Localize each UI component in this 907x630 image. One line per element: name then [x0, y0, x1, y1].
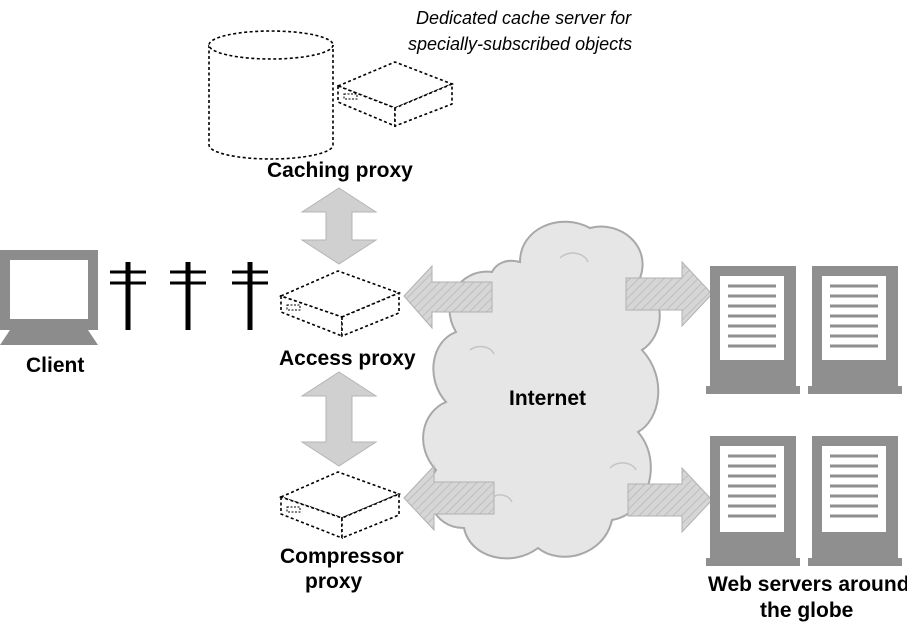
internet-servers-upper-arrow: [625, 260, 713, 328]
cache-note-line2: specially-subscribed objects: [408, 34, 632, 54]
compressor-proxy-label-line2: proxy: [305, 570, 363, 593]
web-servers-label-line1: Web servers around: [708, 573, 907, 596]
internet-servers-lower-arrow: [627, 466, 713, 534]
access-internet-arrow: [403, 264, 493, 330]
client-monitor-icon: [0, 250, 98, 345]
cache-note-line1: Dedicated cache server for: [416, 8, 632, 28]
dedicated-cache-server-box: [335, 61, 455, 128]
compressor-internet-arrow: [403, 464, 495, 532]
web-server-lower-left-icon: [706, 436, 800, 566]
web-server-upper-right-icon: [808, 266, 902, 394]
web-server-upper-left-icon: [706, 266, 800, 394]
compressor-proxy-label-line1: Compressor: [280, 545, 404, 568]
access-proxy-box: [278, 270, 402, 338]
network-line-icon: [110, 262, 268, 330]
compressor-proxy-box: [278, 471, 402, 540]
cache-storage-cylinder: [208, 30, 334, 160]
internet-label: Internet: [509, 387, 586, 410]
access-compressor-arrow: [300, 371, 378, 467]
web-server-lower-right-icon: [808, 436, 902, 566]
client-label: Client: [26, 354, 84, 377]
web-servers-label-line2: the globe: [760, 599, 853, 622]
caching-access-arrow: [300, 187, 378, 265]
caching-proxy-label: Caching proxy: [267, 159, 413, 182]
access-proxy-label: Access proxy: [279, 347, 416, 370]
